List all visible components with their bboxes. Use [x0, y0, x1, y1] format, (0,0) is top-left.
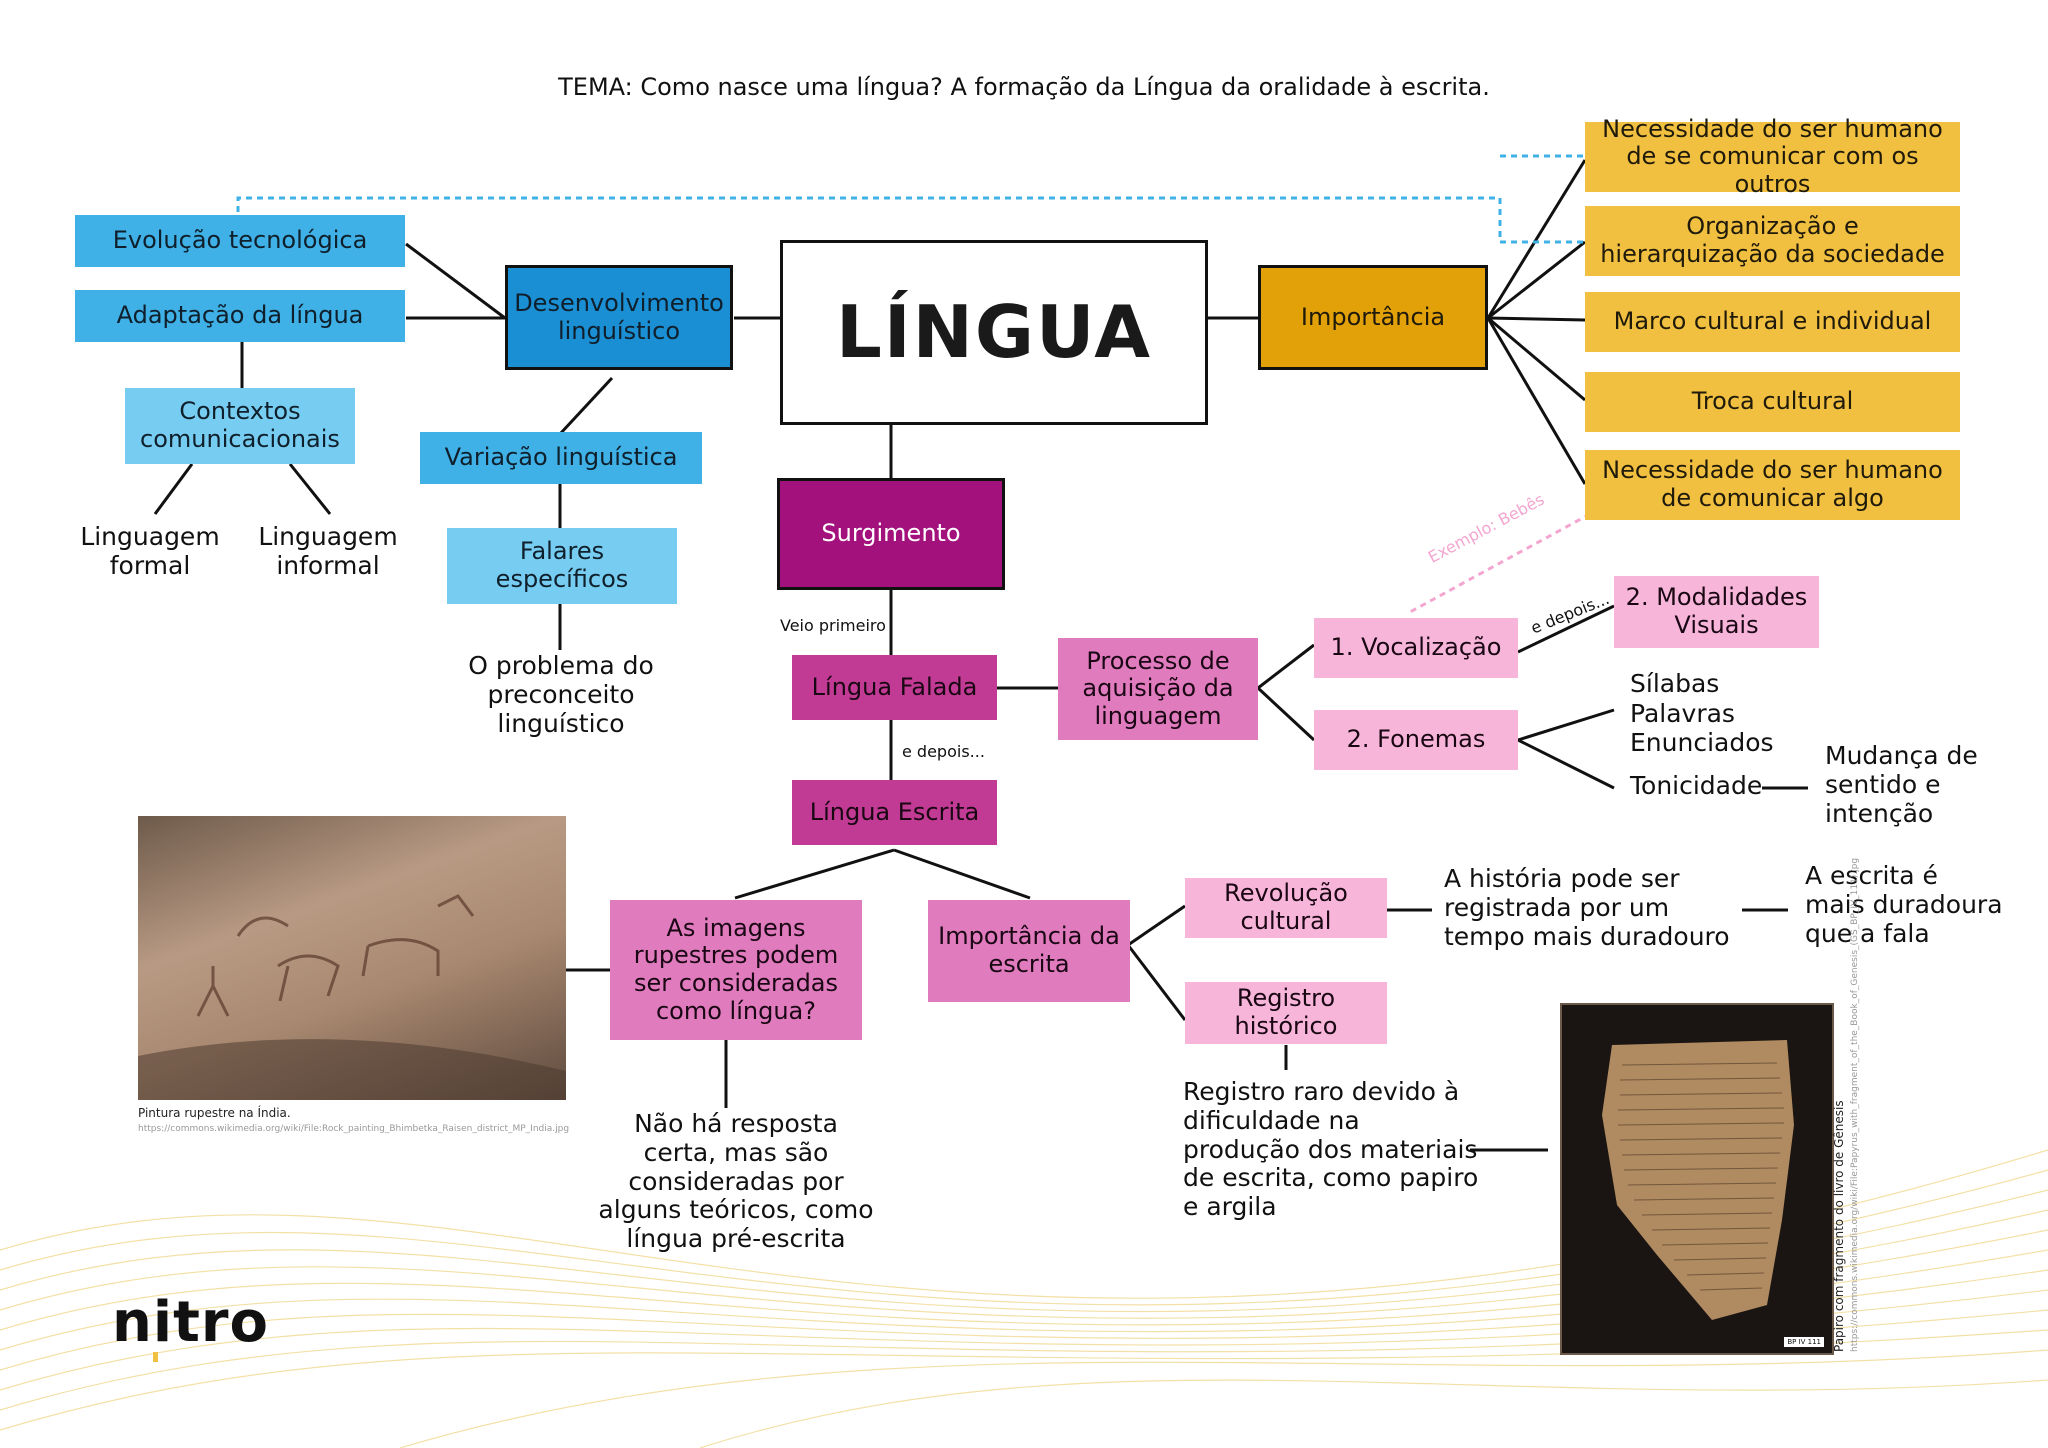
preconceito-text: O problema do preconceito linguístico: [468, 651, 654, 738]
e-depois-label: e depois...: [902, 742, 985, 761]
importancia-item-5: Necessidade do ser humano de comunicar a…: [1585, 450, 1960, 520]
veio-primeiro-label: Veio primeiro: [780, 616, 886, 635]
vocalizacao-node: 1. Vocalização: [1314, 618, 1518, 678]
importancia-node: Importância: [1258, 265, 1488, 370]
cave-painting-image: [138, 816, 566, 1100]
contextos-node: Contextos comunicacionais: [125, 388, 355, 464]
lingua-falada-node: Língua Falada: [792, 655, 997, 720]
enunciados-text: Enunciados: [1630, 728, 1774, 757]
silabas-text: Sílabas: [1630, 669, 1720, 698]
historia-text: A história pode ser registrada por um te…: [1444, 864, 1730, 951]
registro-raro-text: Registro raro devido à dificuldade na pr…: [1183, 1077, 1479, 1221]
papyrus-image: BP IV 111: [1560, 1003, 1834, 1355]
falares-node: Falares específicos: [447, 528, 677, 604]
papyrus-fragment: [1602, 1040, 1794, 1320]
logo-accent: [153, 1352, 158, 1362]
palavras-text: Palavras: [1630, 699, 1735, 728]
informal-text: Linguagem informal: [258, 522, 398, 580]
center-node: LÍNGUA: [780, 240, 1208, 425]
rupestres-node: As imagens rupestres podem ser considera…: [610, 900, 862, 1040]
desenvolvimento-node: Desenvolvimento linguístico: [505, 265, 733, 370]
page-title: TEMA: Como nasce uma língua? A formação …: [558, 73, 1490, 101]
processo-node: Processo de aquisição da linguagem: [1058, 638, 1258, 740]
resposta-text: Não há resposta certa, mas são considera…: [598, 1109, 874, 1253]
formal-text: Linguagem formal: [80, 522, 220, 580]
papiro-caption: Papiro com fragmento do livro de Gênesis: [1832, 1100, 1846, 1352]
importancia-escrita-node: Importância da escrita: [928, 900, 1130, 1002]
papiro-credit: https://commons.wikimedia.org/wiki/File:…: [1850, 857, 1860, 1352]
papyrus-tag: BP IV 111: [1784, 1337, 1824, 1347]
fonemas-node: 2. Fonemas: [1314, 710, 1518, 770]
importancia-item-3: Marco cultural e individual: [1585, 292, 1960, 352]
surgimento-node: Surgimento: [777, 478, 1005, 590]
registro-node: Registro histórico: [1185, 982, 1387, 1044]
cave-figures: [138, 894, 566, 1100]
evolucao-node: Evolução tecnológica: [75, 215, 405, 267]
importancia-item-4: Troca cultural: [1585, 372, 1960, 432]
pintura-caption: Pintura rupestre na Índia.: [138, 1106, 291, 1120]
duradoura-text: A escrita é mais duradoura que a fala: [1805, 861, 2003, 948]
variacao-node: Variação linguística: [420, 432, 702, 484]
pintura-credit: https://commons.wikimedia.org/wiki/File:…: [138, 1124, 570, 1134]
modalidades-node: 2. Modalidades Visuais: [1614, 576, 1819, 648]
adaptacao-node: Adaptação da língua: [75, 290, 405, 342]
mudanca-text: Mudança de sentido e intenção: [1825, 741, 1978, 828]
tonicidade-text: Tonicidade: [1630, 771, 1763, 800]
lingua-escrita-node: Língua Escrita: [792, 780, 997, 845]
nitro-logo: nitro: [112, 1290, 269, 1355]
revolucao-node: Revolução cultural: [1185, 878, 1387, 938]
importancia-item-2: Organização e hierarquização da sociedad…: [1585, 206, 1960, 276]
importancia-item-1: Necessidade do ser humano de se comunica…: [1585, 115, 1960, 198]
